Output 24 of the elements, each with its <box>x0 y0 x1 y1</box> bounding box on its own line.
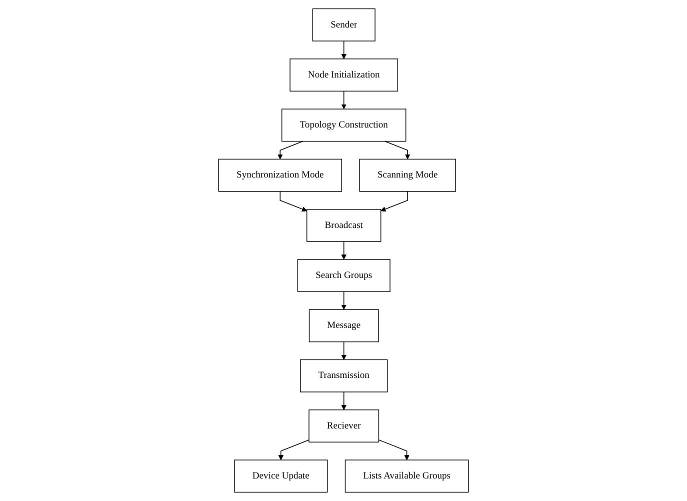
arrow <box>341 241 346 260</box>
node-box: Synchronization Mode <box>218 158 342 192</box>
node-box: Message <box>308 309 379 342</box>
node-box: Sender <box>312 8 376 42</box>
arrow <box>341 291 346 310</box>
node-box: Device Update <box>234 460 328 493</box>
node-box: Topology Construction <box>282 108 406 142</box>
arrow <box>341 341 346 360</box>
node-box: Transmission <box>300 359 388 392</box>
node-box: Broadcast <box>306 208 382 242</box>
arrow <box>341 392 346 410</box>
node-box: Reciever <box>308 410 380 442</box>
node-box: Node Initialization <box>290 58 398 92</box>
node-box: Lists Available Groups <box>344 460 469 493</box>
node-box: Scanning Mode <box>359 158 456 192</box>
node-box: Search Groups <box>297 259 390 292</box>
arrow <box>378 439 410 460</box>
arrow <box>278 140 304 160</box>
arrow <box>278 439 310 460</box>
arrow <box>280 191 308 212</box>
arrow <box>341 90 346 110</box>
arrow <box>384 140 410 160</box>
arrow <box>380 191 408 212</box>
arrow <box>341 40 346 60</box>
